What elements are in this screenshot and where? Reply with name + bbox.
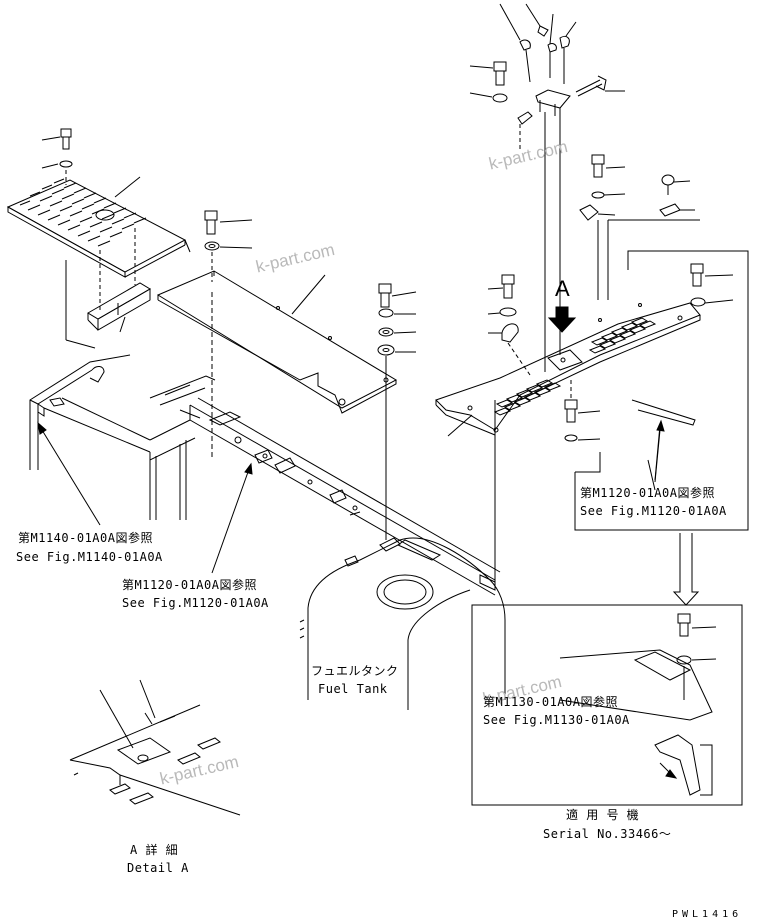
fuel-tank-label-en: Fuel Tank xyxy=(318,682,388,696)
right-main-plate xyxy=(436,303,700,585)
ref-m1140-en: See Fig.M1140-01A0A xyxy=(16,550,163,564)
latch-assembly xyxy=(470,4,625,372)
bolt-right-lower xyxy=(565,380,600,441)
small-bracket-left xyxy=(488,275,530,375)
middle-frame-rail xyxy=(150,376,500,595)
left-bracket xyxy=(66,228,150,348)
detail-a-label-jp: A 詳 細 xyxy=(130,843,179,857)
ref-m1120-left-en: See Fig.M1120-01A0A xyxy=(122,596,269,610)
view-marker-a: A xyxy=(555,276,571,301)
fuel-tank xyxy=(300,400,505,710)
serial-label-en: Serial No.33466～ xyxy=(543,827,672,841)
middle-plate xyxy=(158,271,396,460)
ref-m1130-en: See Fig.M1130-01A0A xyxy=(483,713,630,727)
reference-box-right xyxy=(575,220,748,530)
ref-m1120-right-jp: 第M1120-01A0A図参照 xyxy=(580,486,715,500)
bolt-right-plate xyxy=(691,264,733,306)
bolt-left-top xyxy=(42,129,72,185)
ref-m1130-jp: 第M1130-01A0A図参照 xyxy=(483,695,618,709)
detail-a-view xyxy=(70,680,240,815)
down-arrow-serial xyxy=(674,533,698,605)
ref-m1120-left-jp: 第M1120-01A0A図参照 xyxy=(122,578,257,592)
bolt-center-stack xyxy=(378,284,416,540)
ref-m1120-right-en: See Fig.M1120-01A0A xyxy=(580,504,727,518)
fuel-tank-label-jp: フュエルタンク xyxy=(311,664,399,678)
left-grating-plate xyxy=(8,177,190,277)
ref-m1140-jp: 第M1140-01A0A図参照 xyxy=(18,531,153,545)
right-grille-1 xyxy=(495,380,560,415)
bolt-middle xyxy=(205,211,252,282)
right-grille-2 xyxy=(590,318,655,353)
bolt-right-upper xyxy=(580,155,695,300)
view-a-arrow xyxy=(549,307,575,332)
serial-label-jp: 適 用 号 機 xyxy=(566,808,640,822)
left-frame xyxy=(30,355,195,520)
serial-box xyxy=(472,605,742,805)
detail-a-label-en: Detail A xyxy=(127,861,189,875)
drawing-code: PWL1416 xyxy=(672,909,743,920)
